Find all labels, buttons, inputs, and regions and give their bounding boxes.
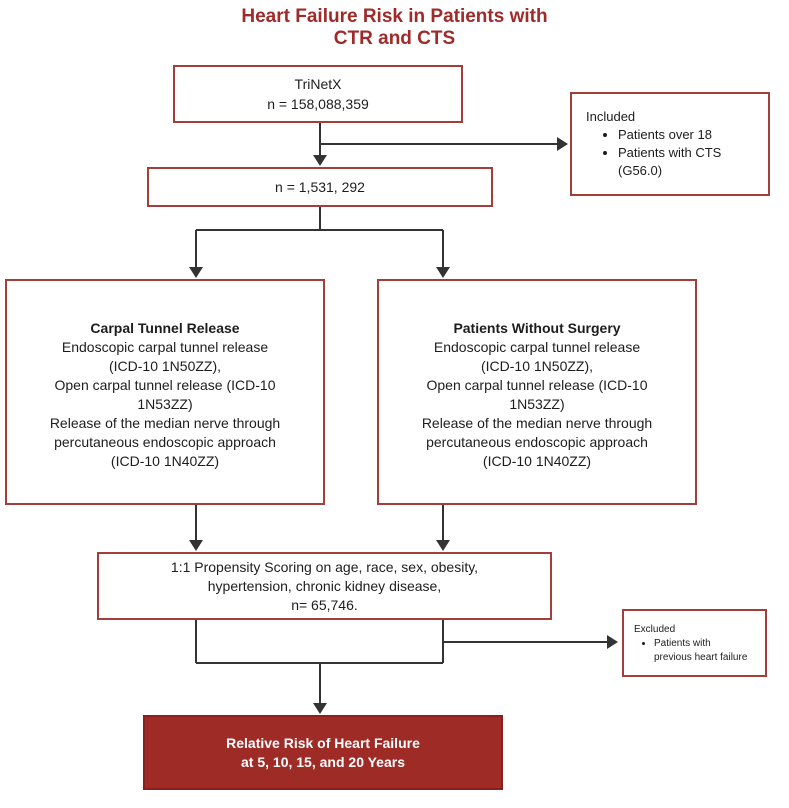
excluded-title: Excluded: [634, 624, 676, 635]
outcome-text: Relative Risk of Heart Failure at 5, 10,…: [226, 734, 420, 770]
no-surgery-title: Patients Without Surgery: [453, 320, 621, 336]
arrow-nosurgery-to-propensity: [436, 505, 450, 551]
carpal-tunnel-release-box: Carpal Tunnel Release Endoscopic carpal …: [5, 279, 325, 505]
arrow-cohort-split: [189, 207, 450, 278]
page-title: Heart Failure Risk in Patients with CTR …: [241, 6, 548, 49]
excluded-box: Excluded Patients with previous heart fa…: [622, 609, 767, 677]
connector-propensity-junction: [195, 620, 444, 664]
arrow-ctr-to-propensity: [189, 505, 203, 551]
included-box: Included Patients over 18 Patients with …: [570, 92, 770, 196]
ctr-body: Endoscopic carpal tunnel release (ICD-10…: [49, 339, 281, 469]
arrow-to-excluded-box: [443, 635, 618, 649]
trinetx-box: TriNetX n = 158,088,359: [173, 65, 463, 123]
patients-without-surgery-box: Patients Without Surgery Endoscopic carp…: [377, 279, 697, 505]
included-title: Included: [586, 109, 636, 124]
propensity-text: 1:1 Propensity Scoring on age, race, sex…: [170, 558, 479, 613]
trinetx-name: TriNetX: [294, 76, 342, 92]
outcome-box: Relative Risk of Heart Failure at 5, 10,…: [143, 715, 503, 790]
excluded-bullet: Patients with previous heart failure: [654, 637, 759, 665]
trinetx-n: n = 158,088,359: [267, 96, 369, 112]
arrow-to-included-box: [320, 137, 568, 151]
arrow-to-outcome: [313, 663, 327, 714]
included-bullet: Patients over 18: [618, 126, 758, 144]
excluded-bullet-list: Patients with previous heart failure: [634, 637, 759, 665]
propensity-scoring-box: 1:1 Propensity Scoring on age, race, sex…: [97, 552, 552, 620]
arrow-trinetx-to-cohort: [313, 123, 327, 166]
ctr-title: Carpal Tunnel Release: [90, 320, 240, 336]
cohort-n-box: n = 1,531, 292: [147, 167, 493, 207]
cohort-n: n = 1,531, 292: [275, 179, 365, 195]
included-bullet-list: Patients over 18 Patients with CTS (G56.…: [586, 126, 758, 180]
included-bullet: Patients with CTS (G56.0): [618, 144, 758, 180]
no-surgery-body: Endoscopic carpal tunnel release (ICD-10…: [421, 339, 653, 469]
